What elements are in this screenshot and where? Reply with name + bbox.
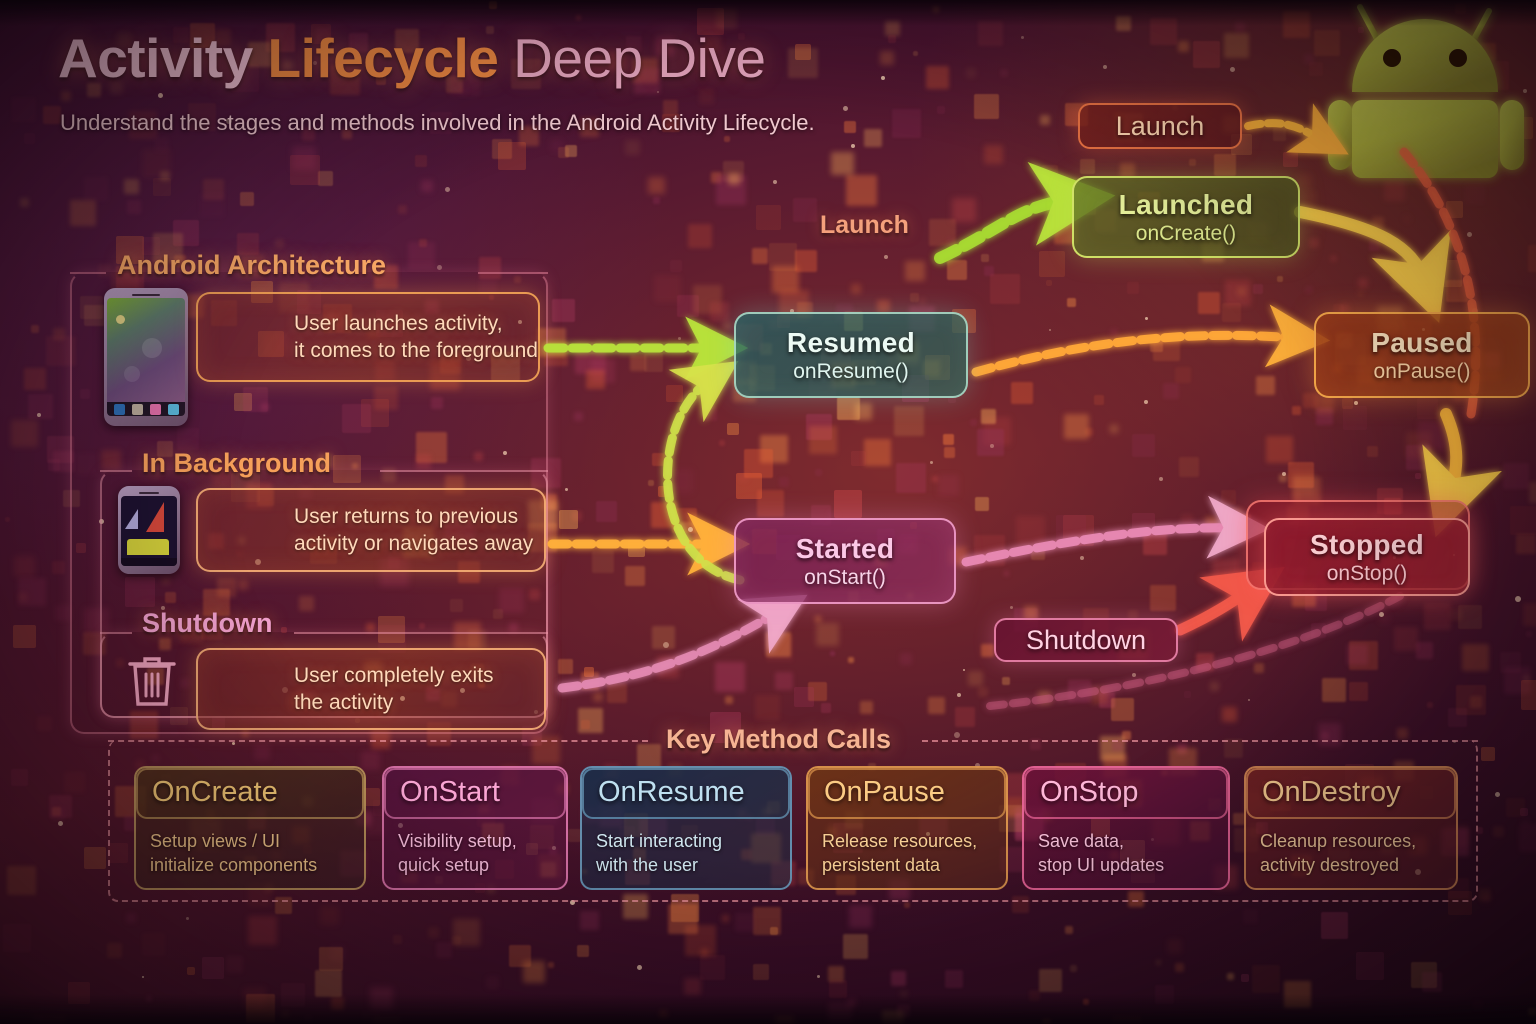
- method-card-title: OnPause: [808, 768, 1006, 819]
- node-name: Started: [795, 532, 895, 564]
- info-line-1: User completely exits: [294, 663, 494, 687]
- method-card-title: OnCreate: [136, 768, 364, 819]
- frame-notch-left-3: [100, 632, 132, 650]
- section-title-shutdown: Shutdown: [142, 608, 273, 638]
- title-word-deepdive: Deep Dive: [498, 27, 766, 89]
- launch-pill[interactable]: Launch: [1078, 103, 1242, 149]
- node-name: Launched: [1118, 188, 1254, 220]
- method-card-ondestroy[interactable]: OnDestroy Cleanup resources, activity de…: [1244, 766, 1458, 890]
- node-name: Resumed: [786, 326, 916, 358]
- phone-background-icon: [118, 486, 180, 574]
- info-line-1: User launches activity,: [294, 311, 503, 335]
- method-card-onstart[interactable]: OnStart Visibility setup, quick setup: [382, 766, 568, 890]
- phone-foreground-icon: [104, 288, 188, 426]
- page-subtitle: Understand the stages and methods involv…: [60, 110, 815, 135]
- frame-notch-left-1: [70, 272, 106, 290]
- page-title: Activity Lifecycle Deep Dive: [58, 26, 766, 90]
- node-method: onResume(): [793, 359, 909, 383]
- node-resumed[interactable]: Resumed onResume(): [734, 312, 968, 398]
- node-method: onPause(): [1373, 359, 1471, 383]
- node-name: Stopped: [1309, 528, 1425, 560]
- title-word-lifecycle: Lifecycle: [267, 27, 499, 89]
- method-card-line1: Release resources,: [822, 831, 978, 851]
- method-card-title: OnStop: [1024, 768, 1228, 819]
- node-method: onCreate(): [1135, 221, 1237, 245]
- info-line-2: activity or navigates away: [294, 532, 534, 555]
- launch-pill-label: Launch: [1115, 110, 1205, 141]
- method-card-line2: quick setup: [398, 855, 490, 876]
- method-card-title: OnStart: [384, 768, 566, 819]
- method-card-line2: with the user: [596, 855, 699, 876]
- section-title-in-background: In Background: [142, 448, 332, 478]
- method-card-line2: initialize components: [150, 855, 318, 876]
- info-box-in-background: User returns to previous activity or nav…: [196, 488, 546, 572]
- method-card-line1: Setup views / UI: [150, 831, 281, 851]
- info-line-2: it comes to the foreground: [294, 339, 538, 362]
- frame-notch-right-2: [380, 470, 548, 488]
- frame-notch-right-1: [478, 272, 548, 290]
- node-name: Paused: [1371, 326, 1473, 358]
- method-card-onpause[interactable]: OnPause Release resources, persistent da…: [806, 766, 1008, 890]
- info-line-1: User returns to previous: [294, 504, 519, 528]
- info-line-2: the activity: [294, 691, 394, 714]
- arrow-label-launch: Launch: [820, 211, 909, 239]
- node-launched[interactable]: Launched onCreate(): [1072, 176, 1300, 258]
- method-card-line1: Start interacting: [596, 831, 723, 851]
- method-card-onstop[interactable]: OnStop Save data, stop UI updates: [1022, 766, 1230, 890]
- method-card-title: OnDestroy: [1246, 768, 1456, 819]
- node-paused[interactable]: Paused onPause(): [1314, 312, 1530, 398]
- method-card-line1: Cleanup resources,: [1260, 831, 1417, 851]
- node-started[interactable]: Started onStart(): [734, 518, 956, 604]
- node-stopped[interactable]: Stopped onStop(): [1264, 518, 1470, 596]
- shutdown-pill-label: Shutdown: [1025, 624, 1147, 655]
- title-word-activity: Activity: [58, 27, 268, 89]
- method-card-onresume[interactable]: OnResume Start interacting with the user: [580, 766, 792, 890]
- node-method: onStop(): [1326, 561, 1408, 585]
- kmc-title: Key Method Calls: [666, 724, 892, 754]
- top-edge-shade: [0, 0, 1536, 26]
- method-card-line2: stop UI updates: [1038, 855, 1165, 876]
- android-robot-icon: [1328, 0, 1536, 178]
- shutdown-pill[interactable]: Shutdown: [994, 618, 1178, 662]
- method-card-line2: activity destroyed: [1260, 855, 1400, 876]
- trash-icon: [126, 652, 178, 708]
- info-box-android-architecture: User launches activity, it comes to the …: [196, 292, 540, 382]
- bottom-edge-shade: [0, 994, 1536, 1024]
- node-method: onStart(): [804, 565, 886, 589]
- method-card-line1: Visibility setup,: [398, 831, 517, 851]
- section-title-android-architecture: Android Architecture: [117, 250, 387, 280]
- method-card-line1: Save data,: [1038, 831, 1125, 851]
- info-box-shutdown: User completely exits the activity: [196, 648, 546, 730]
- method-card-title: OnResume: [582, 768, 790, 819]
- method-card-line2: persistent data: [822, 855, 941, 876]
- method-card-oncreate[interactable]: OnCreate Setup views / UI initialize com…: [134, 766, 366, 890]
